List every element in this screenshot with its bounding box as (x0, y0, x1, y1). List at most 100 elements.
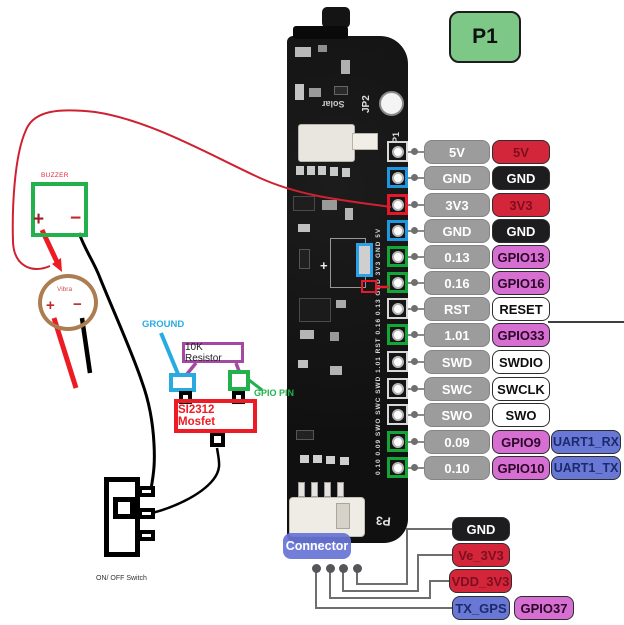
smd-component (330, 332, 339, 341)
signal-label-gpio33: GPIO33 (492, 323, 550, 347)
signal-label-reset: RESET (492, 297, 550, 321)
switch-actuator (113, 497, 135, 519)
signal-label-swdio: SWDIO (492, 350, 550, 374)
silkscreen-p3: P3 (375, 513, 392, 529)
connector-dot (326, 564, 335, 573)
pad-hole (391, 224, 404, 237)
jst-connector-pins (337, 482, 344, 497)
pin-dot (411, 358, 418, 365)
pin-dot (411, 331, 418, 338)
pin-pad-0.16 (387, 272, 408, 293)
buzzer-minus: − (70, 208, 82, 229)
smd-component (336, 300, 346, 308)
port-label-gnd: GND (424, 166, 490, 190)
pad-hole (391, 461, 404, 474)
silkscreen-plus-mark: + (320, 258, 328, 273)
gpio-pad-outline (228, 370, 250, 391)
port-label-swc: SWC (424, 377, 490, 401)
jst-connector-pins (324, 482, 331, 497)
smd-component (299, 298, 331, 322)
jst-connector (289, 497, 365, 537)
p1-badge: P1 (449, 11, 521, 63)
pad-hole (391, 276, 404, 289)
smd-component (296, 430, 314, 440)
gpio-pin-label: GPIO PIN (254, 388, 295, 398)
pad-hole (391, 382, 404, 395)
switch-label: ON/ OFF Switch (96, 575, 147, 582)
port-label-3v3: 3V3 (424, 193, 490, 217)
bottom-pin-label-gpio37: GPIO37 (514, 596, 574, 620)
silkscreen-solar: Solar (322, 99, 345, 109)
signal-label-gpio16: GPIO16 (492, 271, 550, 295)
pin-pad-5v (387, 141, 408, 162)
pad-hole (391, 198, 404, 211)
ground-pad-outline (169, 373, 196, 392)
pad-hole (391, 302, 404, 315)
smd-component (296, 166, 304, 175)
jst-connector-pins (311, 482, 318, 497)
pad-hole (391, 328, 404, 341)
signal-label-swclk: SWCLK (492, 377, 550, 401)
connector-label: Connector (283, 533, 351, 559)
smd-component (300, 455, 309, 463)
bottom-pin-label-tx_gps: TX_GPS (452, 596, 510, 620)
smd-component (295, 84, 304, 100)
pad-hole (391, 145, 404, 158)
pin-dot (411, 148, 418, 155)
wire-arrowhead (52, 258, 62, 272)
pad-hole (391, 355, 404, 368)
pin-dot (411, 305, 418, 312)
smd-component (298, 360, 308, 368)
signal-label-swo: SWO (492, 403, 550, 427)
pin-dot (411, 385, 418, 392)
port-label-swo: SWO (424, 403, 490, 427)
pin-pad-rst (387, 298, 408, 319)
connector-dot (312, 564, 321, 573)
pin-dot (411, 438, 418, 445)
smd-component (313, 455, 322, 463)
jst-connector-pins (298, 482, 305, 497)
signal-label-gpio13: GPIO13 (492, 245, 550, 269)
smd-component (318, 45, 327, 52)
smd-component (293, 196, 315, 211)
port-label-5v: 5V (424, 140, 490, 164)
signal-label-3v3: 3V3 (492, 193, 550, 217)
smd-component (295, 47, 311, 57)
highlighted-component-blue (356, 243, 373, 277)
smd-component (342, 168, 350, 177)
port-label-0.13: 0.13 (424, 245, 490, 269)
jst-connector-slot (336, 503, 350, 529)
signal-label-gpio9: GPIO9 (492, 430, 550, 454)
buzzer-plus: + (33, 209, 45, 230)
smd-component (330, 366, 342, 375)
resistor-label-box: 10K Resistor (182, 342, 244, 364)
port-label-swd: SWD (424, 350, 490, 374)
pin-dot (411, 253, 418, 260)
signal-label-gnd: GND (492, 166, 550, 190)
pin-pad-swd (387, 351, 408, 372)
pin-pad-gnd (387, 167, 408, 188)
pin-pad-3v3 (387, 194, 408, 215)
smd-component (307, 166, 315, 175)
mosfet-pin (210, 432, 225, 447)
pin-dot (411, 227, 418, 234)
pin-pad-0.09 (387, 431, 408, 452)
smd-component (345, 208, 353, 220)
pin-pad-1.01 (387, 324, 408, 345)
wire-mosfet-switch (151, 447, 221, 515)
pin-dot (411, 411, 418, 418)
connector-dot (339, 564, 348, 573)
bottom-pin-label-gnd: GND (452, 517, 510, 541)
vibra-label: Vibra (57, 286, 73, 293)
port-label-rst: RST (424, 297, 490, 321)
pin-dot (411, 279, 418, 286)
highlighted-component-red (361, 280, 377, 293)
smd-component (330, 167, 338, 176)
signal-label-gnd: GND (492, 219, 550, 243)
smd-component (322, 200, 337, 210)
signal-label-gpio10: GPIO10 (492, 456, 550, 480)
smd-component (299, 249, 310, 269)
silkscreen-jp2: JP2 (361, 95, 372, 113)
silkscreen-pin-names: 0.10 0.09 SWO SWC SWD 1.01 RST 0.16 0.13… (375, 227, 382, 475)
